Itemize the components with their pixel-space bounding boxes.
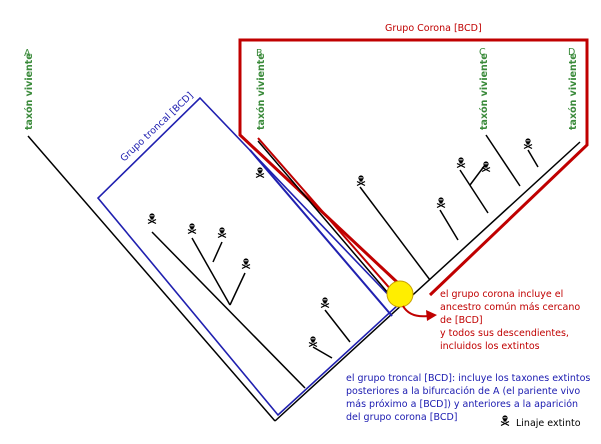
extinct-lineage-icon: [523, 137, 533, 150]
stem-note-line: posteriores a la bifurcación de A (el pa…: [346, 386, 581, 397]
taxon-status-d: taxón viviente: [568, 53, 579, 130]
stem-group-note: el grupo troncal [BCD]: incluye los taxo…: [346, 372, 601, 424]
crown-note-arrowhead: [426, 310, 437, 321]
extinct-lineage-icon: [147, 212, 157, 225]
stem-group-outline: [96, 96, 400, 417]
extinct-lineage-icon: [356, 174, 366, 187]
legend-label: Linaje extinto: [516, 418, 581, 429]
cladogram-tree: [27, 134, 581, 422]
legend-extinct-lineage: Linaje extinto: [516, 418, 581, 429]
crown-group-outline: [238, 38, 589, 297]
taxon-status-b: taxón viviente: [256, 53, 267, 130]
crown-group-note: el grupo corona incluye el ancestro comú…: [440, 288, 600, 353]
extinct-lineage-icon: [217, 226, 227, 239]
taxon-letter-a: A: [24, 48, 31, 59]
crown-ancestor-node: [386, 280, 414, 308]
extinct-lineage-icon: [456, 156, 466, 169]
extinct-lineage-icon: [436, 196, 446, 209]
stem-note-line: el grupo troncal [BCD]: incluye los taxo…: [346, 373, 591, 384]
crown-note-line: el grupo corona incluye el: [440, 289, 564, 300]
crown-group-title: Grupo Corona [BCD]: [385, 23, 482, 34]
taxon-letter-b: B: [256, 48, 263, 59]
crown-note-line: incluidos los extintos: [440, 341, 540, 352]
taxon-letter-d: D: [568, 47, 575, 58]
crown-note-arrow: [402, 305, 429, 318]
extinct-lineage-icon: [320, 296, 330, 309]
crown-note-line: ancestro común más cercano: [440, 302, 581, 313]
stem-group-title: Grupo troncal [BCD]: [118, 90, 195, 164]
extinct-lineage-icon: [187, 222, 197, 235]
extinct-lineage-icon: [308, 335, 318, 348]
extinct-lineage-icon: [241, 257, 251, 270]
stem-note-line: más próximo a [BCD]) y anteriores a la a…: [346, 399, 579, 410]
stem-line-b: [249, 149, 393, 317]
taxon-status-c: taxón viviente: [479, 53, 490, 130]
crown-note-line: y todos sus descendientes,: [440, 328, 569, 339]
taxon-status-a: taxón viviente: [24, 53, 35, 130]
crown-note-line: de [BCD]: [440, 315, 483, 326]
crown-line-b: [257, 137, 401, 301]
stem-note-line: del grupo corona [BCD]: [346, 412, 458, 423]
extinct-lineage-icon: [255, 166, 265, 179]
taxon-letter-c: C: [479, 47, 486, 58]
